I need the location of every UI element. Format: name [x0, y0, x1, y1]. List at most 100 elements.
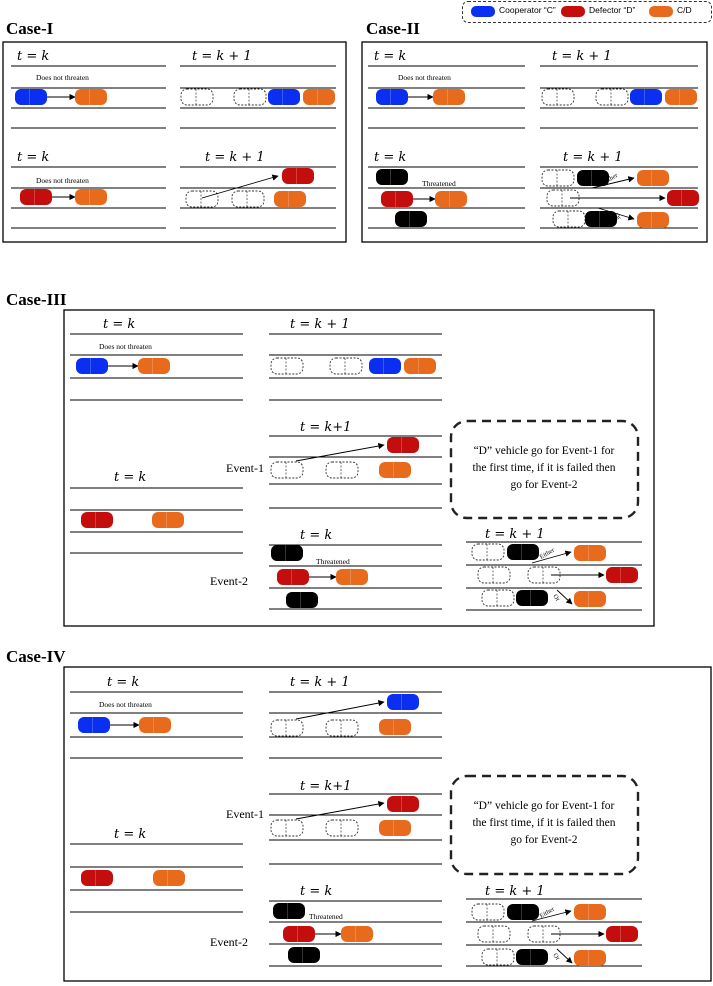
time-label-k1: t = k + 1	[192, 49, 252, 64]
or-label: Or	[551, 593, 561, 603]
cd-vehicle	[75, 89, 107, 105]
time-label-k1: t = k + 1	[205, 150, 265, 165]
ghost-vehicle	[481, 948, 515, 966]
event-2-label: Event-2	[210, 574, 248, 588]
cooperator-vehicle	[387, 694, 419, 710]
time-label-k1: t = k+1	[300, 420, 351, 435]
defector-vehicle	[81, 512, 113, 528]
does-not-threaten-label: Does not threaten	[36, 176, 89, 185]
arrow	[531, 909, 572, 922]
time-label-k: t = k	[300, 884, 332, 899]
cd-vehicle	[303, 89, 335, 105]
obstacle-vehicle	[507, 904, 539, 920]
time-label-k1: t = k + 1	[290, 317, 350, 332]
legend: Cooperator “C” Defector “D” C/D	[462, 1, 712, 23]
note-text: go for Event-2	[510, 834, 577, 846]
does-not-threaten-label: Does not threaten	[99, 342, 152, 351]
legend-defector-label: Defector “D”	[589, 5, 636, 15]
cd-vehicle	[574, 545, 606, 561]
obstacle-vehicle	[288, 947, 320, 963]
time-label-k: t = k	[17, 49, 49, 64]
defector-vehicle	[81, 870, 113, 886]
case-iv-title: Case-IV	[6, 647, 66, 666]
obstacle-vehicle	[271, 545, 303, 561]
time-label-k1: t = k + 1	[563, 150, 623, 165]
ghost-vehicle	[481, 589, 515, 607]
cd-vehicle	[153, 870, 185, 886]
time-label-k: t = k	[374, 150, 406, 165]
event-1-label: Event-1	[226, 461, 264, 475]
arrow	[201, 174, 279, 199]
ghost-vehicle	[329, 357, 363, 375]
cd-vehicle	[152, 512, 184, 528]
ghost-vehicle	[546, 189, 580, 207]
time-label-k1: t = k + 1	[290, 675, 350, 690]
cooperator-vehicle	[268, 89, 300, 105]
ghost-vehicle	[180, 88, 214, 106]
cd-vehicle	[379, 719, 411, 735]
cooperator-vehicle	[369, 358, 401, 374]
threatened-label: Threatened	[316, 557, 350, 566]
defector-vehicle	[606, 926, 638, 942]
does-not-threaten-label: Does not threaten	[99, 700, 152, 709]
defector-vehicle	[606, 567, 638, 583]
ghost-vehicle	[477, 566, 511, 584]
does-not-threaten-label: Does not threaten	[398, 73, 451, 82]
note-text: “D” vehicle go for Event-1 for	[474, 800, 615, 812]
arrow	[295, 442, 385, 462]
cd-vehicle	[138, 358, 170, 374]
defector-vehicle	[20, 189, 52, 205]
note-text: go for Event-2	[510, 479, 577, 491]
cooperator-vehicle	[76, 358, 108, 374]
cd-vehicle	[75, 189, 107, 205]
cd-vehicle	[379, 820, 411, 836]
cd-vehicle	[637, 170, 669, 186]
cd-vehicle	[139, 717, 171, 733]
event-1-label: Event-1	[226, 807, 264, 821]
time-label-k: t = k	[103, 317, 135, 332]
obstacle-vehicle	[286, 592, 318, 608]
note-box	[449, 774, 640, 876]
note-text: the first time, if it is failed then	[472, 462, 615, 474]
ghost-vehicle	[325, 719, 359, 737]
obstacle-vehicle	[507, 544, 539, 560]
time-label-k: t = k	[107, 675, 139, 690]
case-i-title: Case-I	[6, 19, 54, 38]
defector-vehicle	[282, 168, 314, 184]
note-box	[449, 419, 640, 520]
note-text: “D” vehicle go for Event-1 for	[474, 445, 615, 457]
case-ii-title: Case-II	[366, 19, 420, 38]
time-label-k: t = k	[114, 827, 146, 842]
ghost-vehicle	[471, 543, 505, 561]
cd-vehicle	[341, 926, 373, 942]
arrow	[295, 800, 385, 820]
cd-vehicle	[574, 591, 606, 607]
legend-cd-label: C/D	[677, 5, 692, 15]
cd-vehicle	[404, 358, 436, 374]
ghost-vehicle	[325, 819, 359, 837]
defector-vehicle	[381, 191, 413, 207]
defector-vehicle	[667, 190, 699, 206]
time-label-k: t = k	[300, 528, 332, 543]
ghost-vehicle	[552, 210, 586, 228]
cd-swatch	[649, 6, 673, 17]
case-iii-box	[63, 309, 655, 627]
either-label: Either	[539, 905, 557, 919]
defector-vehicle	[277, 569, 309, 585]
ghost-vehicle	[595, 88, 629, 106]
time-label-k1: t = k+1	[300, 779, 351, 794]
ghost-vehicle	[477, 925, 511, 943]
arrow	[556, 948, 573, 964]
legend-cooperator-label: Cooperator “C”	[499, 5, 556, 15]
case-ii-box	[361, 41, 708, 243]
ghost-vehicle	[270, 719, 304, 737]
obstacle-vehicle	[585, 211, 617, 227]
threatened-label: Threatened	[422, 179, 456, 188]
defector-vehicle	[387, 796, 419, 812]
ghost-vehicle	[270, 819, 304, 837]
cd-vehicle	[336, 569, 368, 585]
obstacle-vehicle	[395, 211, 427, 227]
cooperator-vehicle	[15, 89, 47, 105]
cooperator-swatch	[471, 6, 495, 17]
defector-swatch	[561, 6, 585, 17]
